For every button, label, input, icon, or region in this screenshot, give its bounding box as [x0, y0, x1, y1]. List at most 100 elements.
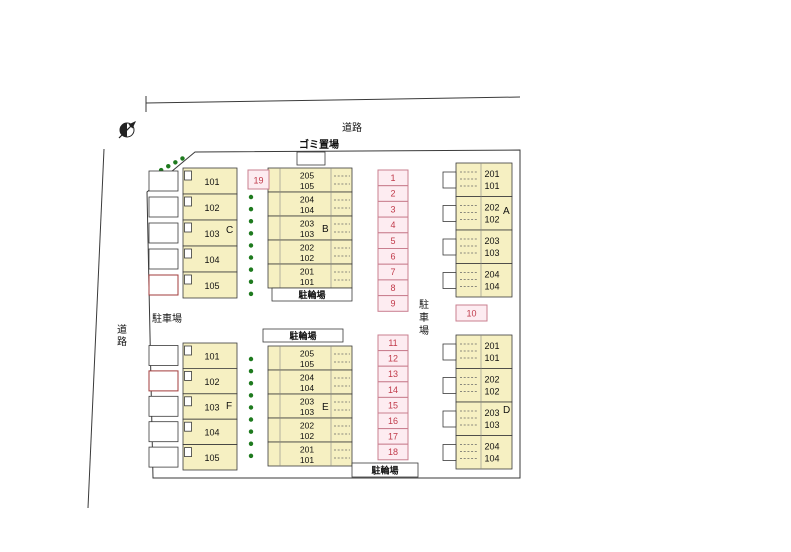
door — [184, 370, 192, 381]
road-label-left-char1: 道 — [117, 323, 127, 336]
door — [184, 447, 192, 458]
unit-label: 204 — [300, 195, 314, 205]
building-d: 201 101 202 102 203 103 204 104 D — [442, 334, 513, 470]
unit-label: 102 — [300, 431, 314, 441]
bike-parking-area — [262, 328, 344, 343]
unit-label: 103 — [204, 402, 219, 412]
balcony — [148, 446, 179, 468]
unit-cell — [267, 167, 353, 193]
parking-space — [377, 295, 409, 312]
balcony — [148, 370, 179, 392]
unit-label: 104 — [204, 428, 219, 438]
unit-cell — [267, 441, 353, 467]
unit-label: 201 — [300, 267, 314, 277]
cell-dividers — [279, 168, 332, 288]
unit-label: 202 — [484, 375, 499, 385]
unit-label: 101 — [204, 177, 219, 187]
unit-label: 105 — [204, 453, 219, 463]
unit-label: 101 — [484, 353, 499, 363]
parking-space-number: 11 — [388, 338, 397, 348]
unit-label: 205 — [300, 171, 314, 181]
unit-cell — [182, 444, 238, 471]
parking-space-number: 8 — [390, 283, 395, 293]
unit-cell — [267, 369, 353, 395]
door — [184, 222, 192, 233]
unit-label: 105 — [204, 281, 219, 291]
parking-space-number: 6 — [390, 252, 395, 262]
parking-space — [455, 304, 488, 322]
parking-space-number: 14 — [388, 385, 398, 395]
unit-label: 203 — [300, 397, 314, 407]
unit-label: 202 — [300, 421, 314, 431]
building-e: 205 105 204 104 203 103 202 102 201 101 … — [267, 345, 353, 467]
cell-dividers — [279, 346, 332, 466]
parking-lot-label-right-char3: 場 — [419, 324, 429, 337]
unit-label: 102 — [204, 377, 219, 387]
unit-label: 105 — [300, 359, 314, 369]
parking-space-number: 19 — [253, 176, 263, 186]
unit-label: 103 — [204, 229, 219, 239]
unit-label: 202 — [484, 203, 499, 213]
unit-label: 104 — [300, 383, 314, 393]
parking-lot-label-left: 駐車場 — [152, 312, 182, 325]
door — [184, 196, 192, 207]
building-a: 201 101 202 102 203 103 204 104 A — [442, 162, 513, 298]
door — [184, 170, 192, 181]
unit-cell — [267, 417, 353, 443]
unit-label: 202 — [300, 243, 314, 253]
porch — [442, 444, 457, 461]
unit-label: 102 — [484, 387, 499, 397]
unit-label: 201 — [300, 445, 314, 455]
building-letter: C — [226, 225, 233, 236]
door — [184, 345, 192, 356]
garbage-box — [296, 151, 326, 166]
unit-cell — [182, 342, 238, 369]
stairs-dashes — [334, 353, 350, 459]
unit-label: 105 — [300, 181, 314, 191]
unit-label: 101 — [300, 277, 314, 287]
unit-label: 203 — [300, 219, 314, 229]
parking-space-number: 3 — [390, 204, 395, 214]
unit-cell — [455, 196, 513, 231]
parking-space-number: 4 — [390, 220, 395, 230]
unit-label: 201 — [484, 341, 499, 351]
balcony — [148, 395, 179, 417]
door — [184, 396, 192, 407]
stairs-dashes — [460, 343, 478, 459]
unit-cell — [455, 334, 513, 369]
unit-label: 205 — [300, 349, 314, 359]
parking-space-number: 5 — [390, 236, 395, 246]
unit-cell — [182, 367, 238, 395]
porch — [442, 272, 457, 289]
unit-cell — [455, 435, 513, 470]
unit-label: 102 — [204, 203, 219, 213]
building-letter: D — [503, 405, 510, 416]
parking-space-number: 15 — [388, 400, 398, 410]
parking-space-number: 10 — [466, 309, 476, 319]
balcony — [148, 170, 179, 192]
unit-label: 104 — [484, 282, 499, 292]
stairs-dashes — [334, 175, 350, 281]
unit-label: 203 — [484, 236, 499, 246]
road-label-top: 道路 — [342, 121, 362, 134]
balcony — [148, 222, 179, 244]
unit-label: 101 — [484, 181, 499, 191]
building-f: 101 102 103 104 105 F — [148, 342, 238, 471]
porch — [442, 343, 457, 361]
unit-label: 204 — [484, 270, 499, 280]
unit-cell — [267, 215, 353, 241]
unit-cell — [267, 191, 353, 217]
building-letter: A — [503, 206, 510, 217]
unit-label: 104 — [300, 205, 314, 215]
unit-cell — [267, 393, 353, 419]
parking-space — [247, 169, 270, 190]
north-arrow-icon — [118, 121, 136, 139]
parking-space — [377, 443, 409, 461]
unit-label: 204 — [300, 373, 314, 383]
parking-space-number: 16 — [388, 416, 398, 426]
porch — [442, 171, 457, 189]
balcony — [148, 345, 179, 366]
porch — [442, 205, 457, 222]
